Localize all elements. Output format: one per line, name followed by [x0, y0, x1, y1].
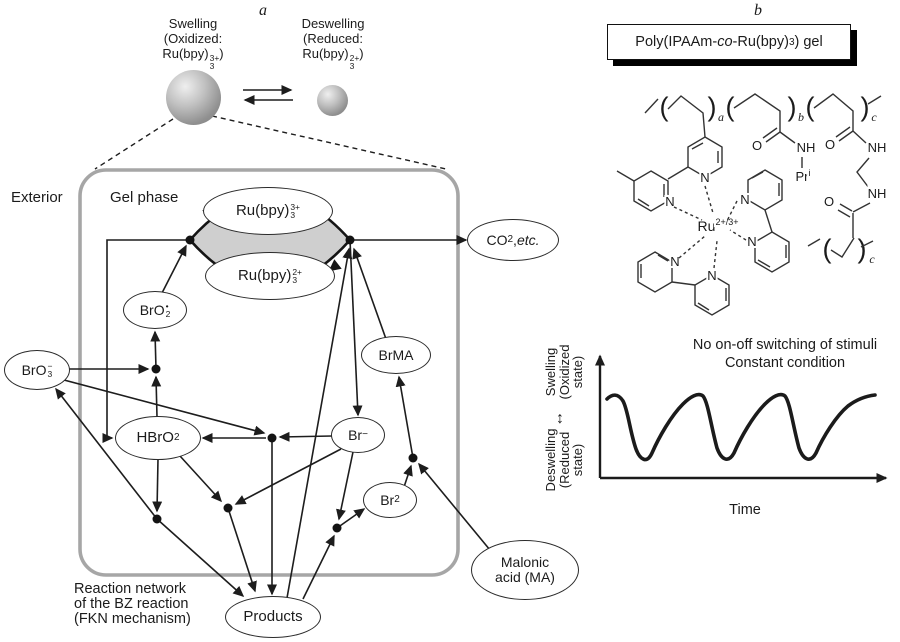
node-brma: BrMA — [361, 336, 431, 374]
svg-text:N: N — [670, 254, 679, 269]
figure-caption: Reaction network of the BZ reaction (FKN… — [74, 582, 191, 627]
panel-a-label: a — [259, 2, 267, 19]
svg-text:N: N — [747, 234, 756, 249]
caption-line1: Reaction network — [74, 581, 187, 597]
svg-text:b: b — [798, 110, 804, 124]
graph-title: No on-off switching of stimuli Constant … — [640, 336, 900, 372]
y-axis-double-arrow: ↕ — [556, 410, 564, 427]
deswelling-line1: Deswelling — [301, 16, 365, 31]
svg-text:O: O — [752, 138, 762, 153]
node-ru-bpy-3plus: Ru(bpy)3+3 — [203, 187, 333, 235]
node-ru-bpy-2plus: Ru(bpy)2+3 — [205, 252, 335, 300]
graph-title-line1: No on-off switching of stimuli — [692, 337, 878, 353]
x-axis-label-time: Time — [729, 502, 761, 518]
svg-text:N: N — [700, 170, 709, 185]
svg-text:(: ( — [660, 92, 669, 122]
panel-b-label: b — [754, 2, 762, 19]
funnel-dashed-lines — [94, 115, 447, 170]
svg-text:NH: NH — [868, 186, 887, 201]
oscillation-graph — [595, 354, 888, 483]
caption-line2: of the BZ reaction — [74, 596, 189, 612]
svg-text:): ) — [861, 92, 870, 122]
svg-text:(: ( — [806, 92, 815, 122]
shrunken-gel-sphere — [317, 85, 348, 116]
svg-text:N: N — [707, 268, 716, 283]
svg-text:): ) — [788, 92, 797, 122]
svg-text:O: O — [825, 137, 835, 152]
gel-phase-label: Gel phase — [110, 189, 179, 206]
svg-text:): ) — [858, 234, 867, 264]
reaction-junction-dots — [151, 235, 418, 533]
chemical-structure: ( ) a ( ) b ( ) c O NH Pri O NH NH — [616, 91, 888, 316]
svg-text:a: a — [718, 110, 724, 124]
svg-text:O: O — [824, 194, 834, 209]
node-bro3-anion: BrO−3 — [4, 350, 70, 390]
swelling-label: Swelling (Oxidized: Ru(bpy)3+3) — [130, 16, 256, 70]
swollen-gel-sphere — [166, 70, 221, 125]
svg-text:N: N — [740, 192, 749, 207]
graph-title-line2: Constant condition — [724, 355, 846, 371]
svg-text:NH: NH — [868, 140, 887, 155]
deswelling-label: Deswelling (Reduced: Ru(bpy)2+3) — [270, 16, 396, 70]
svg-text:Pri: Pri — [796, 168, 811, 184]
svg-text:(: ( — [726, 92, 735, 122]
svg-text:Ru2+/3+: Ru2+/3+ — [698, 217, 739, 234]
swelling-line3: Ru(bpy)3+3) — [162, 46, 224, 71]
exterior-label: Exterior — [11, 189, 63, 206]
swelling-line1: Swelling — [168, 16, 218, 31]
node-br-anion: Br− — [331, 417, 385, 453]
svg-text:(: ( — [823, 234, 832, 264]
swelling-line2: (Oxidized: — [163, 31, 223, 46]
node-bro2-radical: BrO•2 — [123, 291, 187, 329]
gel-title-box: Poly(IPAAm-co-Ru(bpy)3) gel — [607, 24, 851, 60]
deswelling-line2: (Reduced: — [303, 31, 363, 46]
gel-phase-box — [78, 168, 460, 577]
svg-text:): ) — [708, 92, 717, 122]
caption-line3: (FKN mechanism) — [74, 611, 191, 627]
deswelling-line3: Ru(bpy)2+3) — [302, 46, 364, 71]
svg-text:c: c — [871, 110, 877, 124]
equilibrium-arrows — [243, 85, 293, 105]
svg-text:c: c — [869, 252, 875, 266]
node-products: Products — [225, 596, 321, 638]
svg-text:N: N — [665, 194, 674, 209]
reaction-network-arrows — [55, 235, 491, 600]
svg-text:NH: NH — [797, 140, 816, 155]
